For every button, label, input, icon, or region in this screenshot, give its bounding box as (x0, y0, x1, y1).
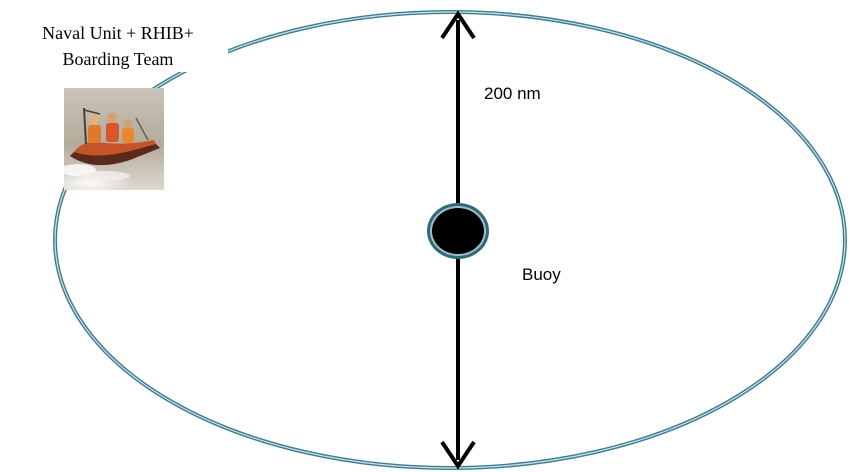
unit-label: Naval Unit + RHIB+ Boarding Team (8, 20, 228, 72)
unit-label-line1: Naval Unit + RHIB+ (42, 23, 194, 43)
buoy-marker-icon (427, 203, 489, 259)
buoy-label: Buoy (522, 265, 561, 284)
arrow-head-top (440, 10, 476, 40)
zone-boundary (53, 10, 847, 470)
arrow-head-bottom (440, 440, 476, 470)
unit-label-line2: Boarding Team (62, 49, 174, 69)
rhib-photo-icon (64, 88, 164, 190)
range-label: 200 nm (484, 84, 541, 103)
